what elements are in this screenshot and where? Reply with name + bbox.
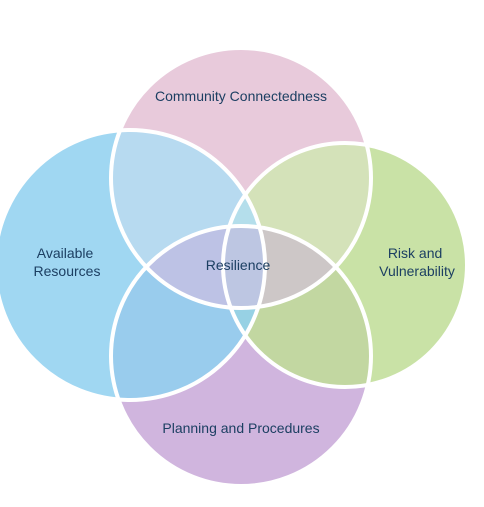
outline-top xyxy=(109,46,373,310)
circle-available-resources xyxy=(0,130,265,400)
outline-layer xyxy=(0,46,469,488)
label-risk-and-vulnerability: Risk and Vulnerability xyxy=(379,245,455,279)
label-community-connectedness: Community Connectedness xyxy=(155,88,327,104)
outline-right xyxy=(221,141,469,389)
circle-risk-and-vulnerability xyxy=(223,143,467,387)
outline-left xyxy=(0,128,267,402)
outline-bottom xyxy=(109,224,373,488)
label-resilience: Resilience xyxy=(206,257,271,273)
label-planning-and-procedures: Planning and Procedures xyxy=(162,420,319,436)
label-available-resources: Available Resources xyxy=(34,245,101,279)
